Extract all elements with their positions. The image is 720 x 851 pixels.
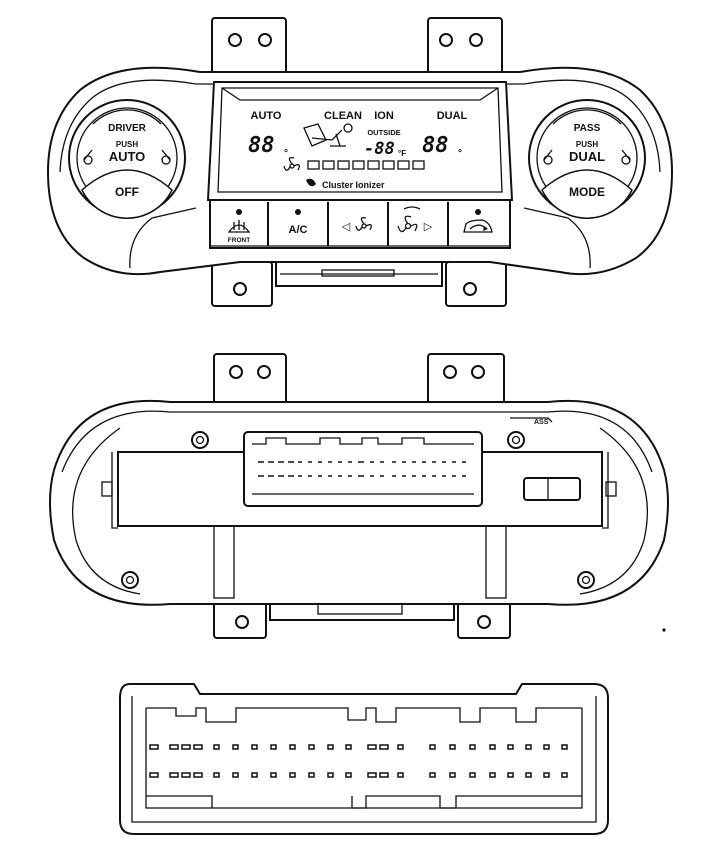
display-left-temp: 88 <box>248 133 275 158</box>
ac-button[interactable]: A/C <box>289 209 308 236</box>
recirculation-button[interactable] <box>463 209 493 233</box>
stray-mark <box>662 628 666 632</box>
right-knob-top-label: PASS <box>574 123 601 134</box>
rear-lens-ring-right <box>579 427 648 595</box>
display-outside-temp-unit: °F <box>398 149 406 158</box>
display-dual-label: DUAL <box>437 110 468 122</box>
display-outside-label: OUTSIDE <box>367 128 400 137</box>
display-clean-label: CLEAN <box>324 110 362 122</box>
mounting-screw-icon <box>121 571 139 589</box>
rear-view: ASS <box>49 353 669 639</box>
display-right-temp: 88 <box>422 133 449 158</box>
display-outside-temp: -88 <box>364 139 395 159</box>
rear-top-mount-tabs <box>213 353 505 415</box>
display-right-temp-unit: ° <box>458 148 462 159</box>
display-ion-label: ION <box>374 110 394 122</box>
right-temperature-knob[interactable]: PASS PUSH DUAL MODE <box>528 99 646 219</box>
front-defrost-label: FRONT <box>228 237 250 244</box>
right-knob-main-label: DUAL <box>569 149 605 164</box>
fan-up-button[interactable]: ▷ <box>397 206 433 233</box>
right-knob-bottom-label: MODE <box>569 185 605 199</box>
air-recirculation-icon <box>463 219 493 233</box>
front-top-mount-tabs <box>211 17 503 81</box>
left-knob-push-label: PUSH <box>116 140 138 149</box>
seated-person-icon <box>303 123 353 147</box>
fan-speed-bar-segments <box>307 160 425 170</box>
front-bottom-mount-tabs <box>211 261 507 307</box>
left-temperature-knob[interactable]: DRIVER PUSH AUTO OFF <box>68 99 186 219</box>
left-knob-main-label: AUTO <box>109 149 146 164</box>
fan-up-arrow: ▷ <box>424 221 433 233</box>
right-knob-push-label: PUSH <box>576 140 598 149</box>
fan-down-button[interactable]: ◁ <box>342 216 372 233</box>
connector-detail-view <box>119 683 609 835</box>
connector-pin-row-top <box>149 744 568 750</box>
mounting-screw-icon <box>507 431 525 449</box>
rear-lens-ring-left <box>72 427 141 595</box>
display-brand-label: Cluster Ionizer <box>322 180 385 190</box>
front-defrost-button[interactable]: FRONT <box>227 209 251 244</box>
fan-down-arrow: ◁ <box>342 221 351 233</box>
left-knob-top-label: DRIVER <box>108 123 147 134</box>
front-view: DRIVER PUSH AUTO OFF PASS PUSH DUAL MODE… <box>46 17 674 307</box>
front-defrost-icon <box>227 220 251 233</box>
lcd-display: AUTO CLEAN ION DUAL 88 ° OUTSIDE -88 °F … <box>206 81 514 201</box>
fan-icon <box>397 215 418 233</box>
display-auto-label: AUTO <box>251 110 282 122</box>
fan-icon <box>283 156 300 171</box>
fan-icon <box>355 216 372 231</box>
rear-tag-label: ASS <box>534 419 549 426</box>
connector-pin-row-bottom <box>149 772 568 778</box>
display-left-temp-unit: ° <box>284 148 288 159</box>
ac-button-label: A/C <box>289 224 308 236</box>
mounting-screw-icon <box>191 431 209 449</box>
mounting-screw-icon <box>577 571 595 589</box>
rear-connector-socket <box>243 431 483 507</box>
ionizer-logo-icon <box>306 178 316 187</box>
rear-latch-window <box>523 477 581 501</box>
left-knob-bottom-label: OFF <box>115 185 139 199</box>
button-row <box>209 199 511 249</box>
